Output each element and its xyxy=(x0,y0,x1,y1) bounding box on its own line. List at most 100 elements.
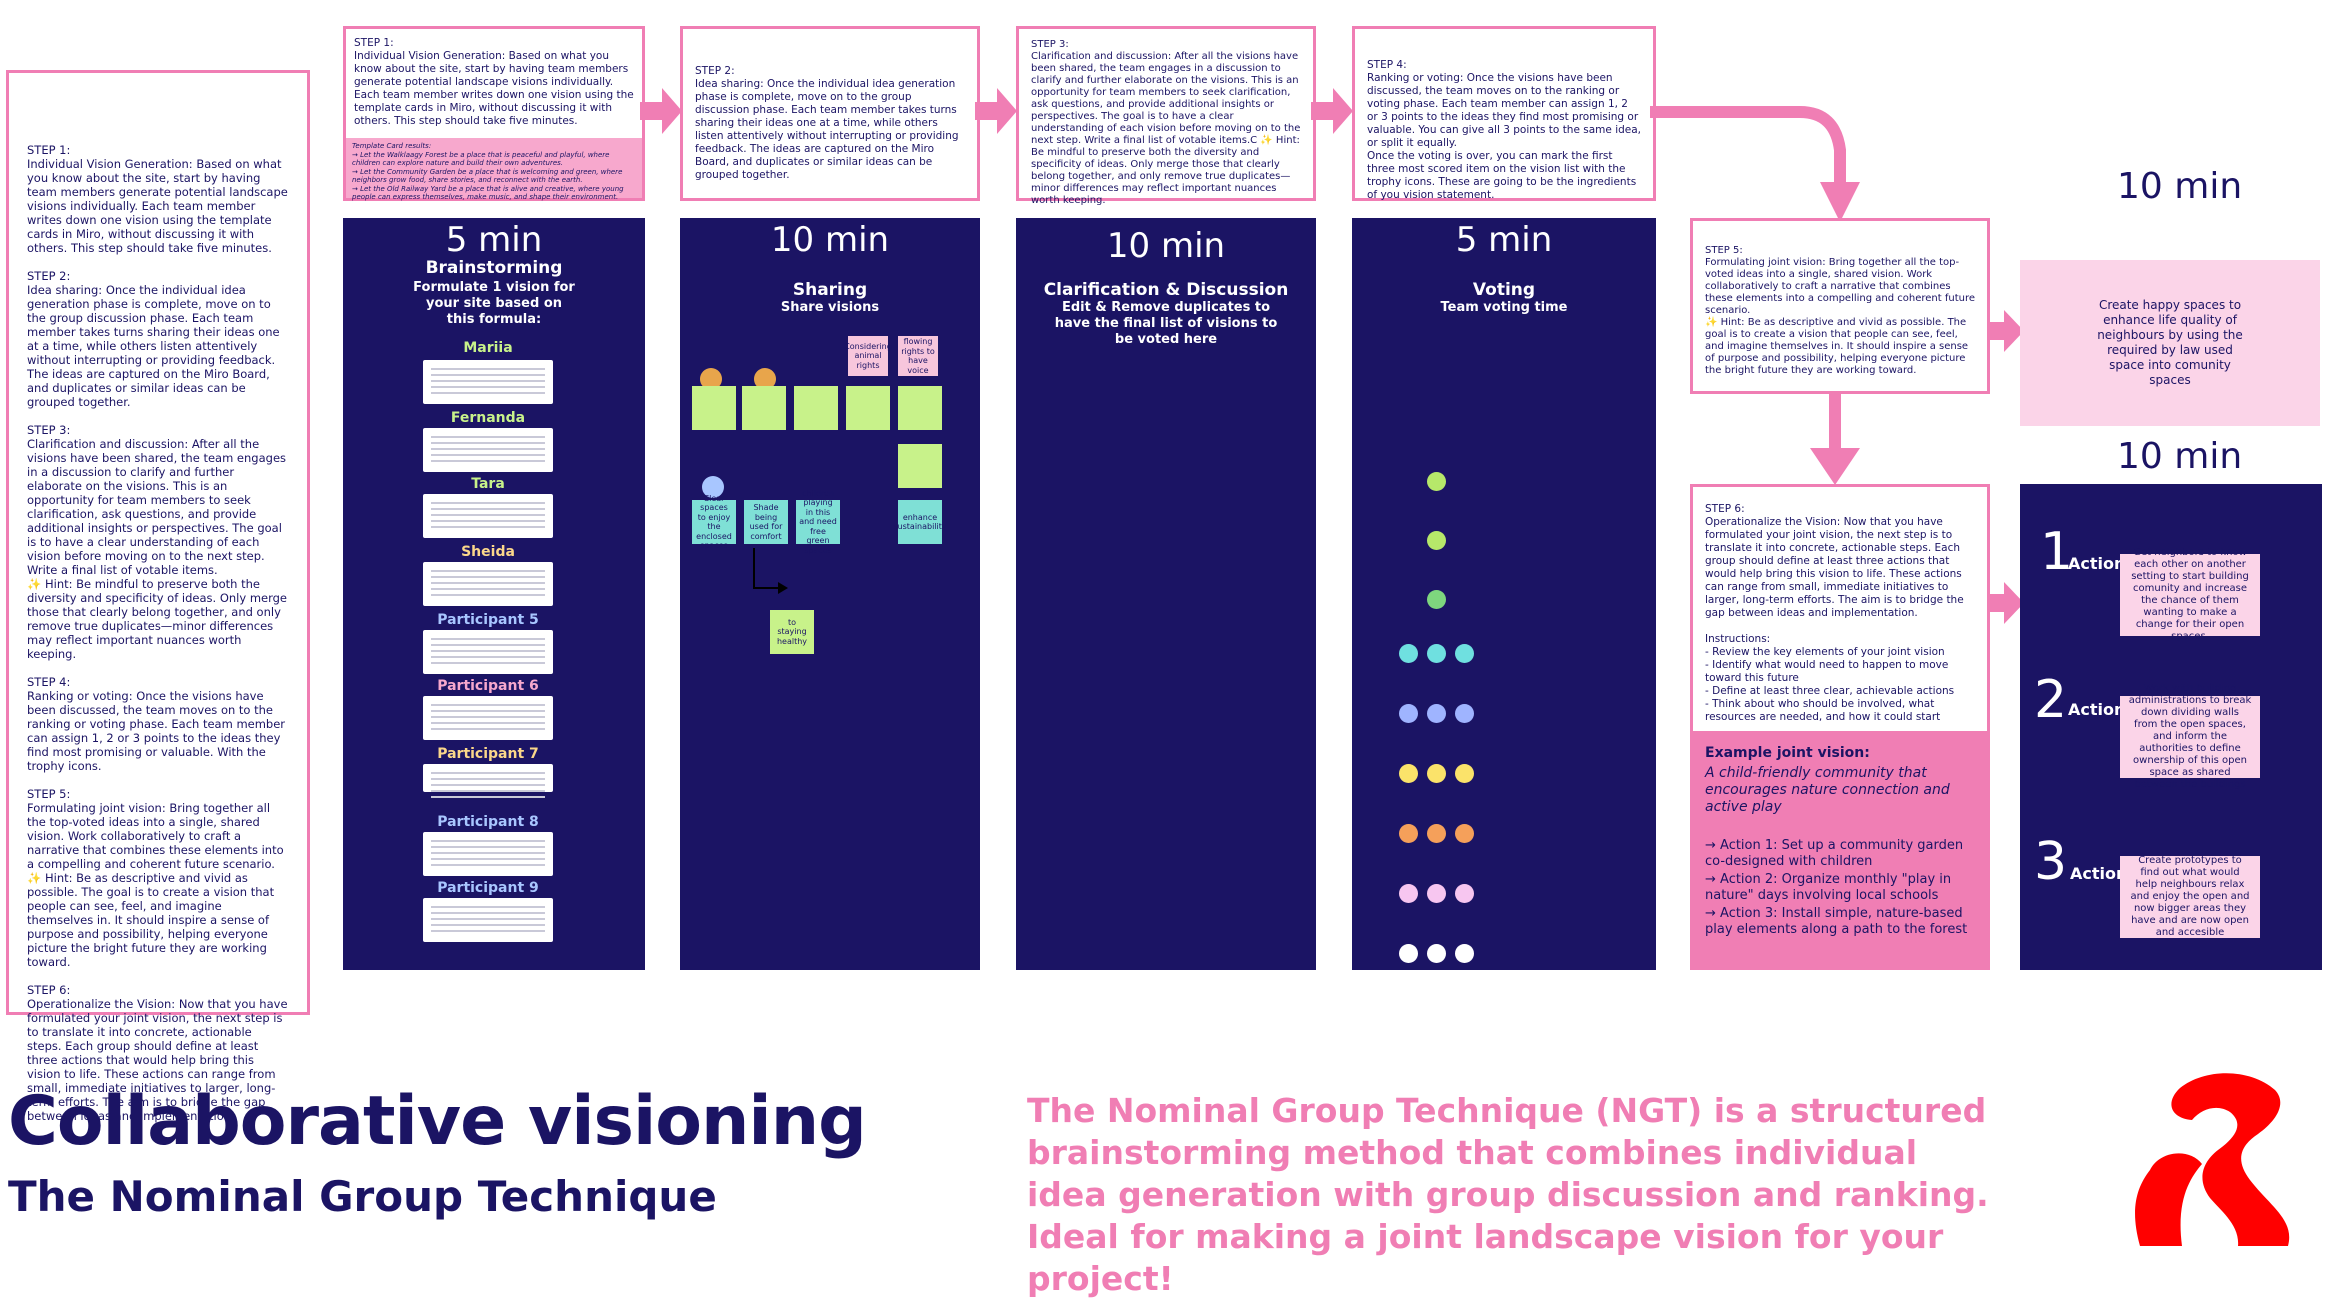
participant-card[interactable] xyxy=(423,562,553,606)
brainstorming-title: Brainstorming xyxy=(425,258,563,278)
sharing-sticky[interactable]: flowing rights to have voice xyxy=(898,336,938,376)
step1-text: STEP 1: Individual Vision Generation: Ba… xyxy=(354,37,634,127)
vote-dot[interactable] xyxy=(1455,884,1474,903)
participant-name: Participant 6 xyxy=(437,678,539,694)
sharing-sticky[interactable]: Clear spaces to enjoy the enclosed space… xyxy=(692,494,736,550)
step4-box: STEP 4: Ranking or voting: Once the visi… xyxy=(1352,26,1656,201)
participant-card[interactable] xyxy=(423,832,553,876)
step3-box: STEP 3: Clarification and discussion: Af… xyxy=(1016,26,1316,206)
example-vision-panel: Example joint vision: A child-friendly c… xyxy=(1693,731,1987,967)
vote-dot[interactable] xyxy=(1427,644,1446,663)
arrow-step5-6-icon xyxy=(1810,390,1860,485)
vote-dot[interactable] xyxy=(1427,824,1446,843)
sharing-sticky[interactable]: enhance sustainability xyxy=(893,500,947,544)
step2-box: STEP 2: Idea sharing: Once the individua… xyxy=(680,26,980,201)
participant-name: Fernanda xyxy=(450,410,526,426)
step4-text: STEP 4: Ranking or voting: Once the visi… xyxy=(1367,59,1642,201)
vote-dot[interactable] xyxy=(1399,944,1418,963)
template-card-results: Template Card results: → Let the Walklaa… xyxy=(346,138,642,201)
participant-card[interactable] xyxy=(423,696,553,740)
example-action-1: → Action 1: Set up a community garden co… xyxy=(1705,838,1964,869)
vote-dot[interactable] xyxy=(1427,590,1446,609)
action-label: Action xyxy=(2068,554,2126,573)
joint-vision-sticky[interactable]: Create happy spaces to enhance life qual… xyxy=(2020,260,2320,426)
participant-card[interactable] xyxy=(423,898,553,942)
participant-card[interactable] xyxy=(423,630,553,674)
step5-text: STEP 5: Formulating joint vision: Bring … xyxy=(1705,245,1976,376)
sharing-sticky[interactable]: Considering animal rights xyxy=(844,336,892,376)
vision-time: 10 min xyxy=(2117,166,2243,207)
brainstorming-time: 5 min xyxy=(445,220,543,260)
vote-dot[interactable] xyxy=(1455,704,1474,723)
clarification-time: 10 min xyxy=(1106,226,1226,266)
vote-dot[interactable] xyxy=(1427,472,1446,491)
vote-dot[interactable] xyxy=(1399,824,1418,843)
action-card[interactable]: Create prototypes to find out what would… xyxy=(2120,855,2260,938)
actions-column: 1 Action Get neighbors to know each othe… xyxy=(2020,484,2322,970)
action-label: Action xyxy=(2070,864,2128,883)
page-title: Collaborative visioning xyxy=(8,1082,867,1161)
action-number: 1 xyxy=(2040,522,2074,582)
participant-card[interactable] xyxy=(423,428,553,472)
arrow-step6-actions-icon xyxy=(1986,582,2024,624)
action-card[interactable]: Work with building administrations to br… xyxy=(2120,683,2260,790)
voting-column: 5 min Voting Team voting time xyxy=(1352,218,1656,970)
clarification-title: Clarification & Discussion xyxy=(1043,280,1289,300)
example-vision-text: A child-friendly community that encourag… xyxy=(1705,765,1950,815)
action-number: 3 xyxy=(2034,832,2068,892)
participant-name: Sheida xyxy=(461,544,515,560)
sharing-sticky[interactable]: children playing in this and need free g… xyxy=(796,489,840,555)
participant-name: Mariia xyxy=(463,340,513,356)
clarification-column: 10 min Clarification & Discussion Edit &… xyxy=(1016,218,1316,970)
clarification-subtitle: Edit & Remove duplicates to have the fin… xyxy=(1054,300,1278,347)
step3-text: STEP 3: Clarification and discussion: Af… xyxy=(1031,39,1301,206)
sharing-title: Sharing xyxy=(792,280,868,300)
connector-arrow-icon xyxy=(753,548,788,594)
template-card-text: Template Card results: → Let the Walklaa… xyxy=(352,142,624,201)
sharing-sticky[interactable] xyxy=(898,444,942,488)
vote-dot[interactable] xyxy=(1455,944,1474,963)
sharing-sticky[interactable]: Shade being used for comfort xyxy=(744,500,788,544)
vote-dot[interactable] xyxy=(1455,824,1474,843)
step5-box: STEP 5: Formulating joint vision: Bring … xyxy=(1690,218,1990,394)
example-action-2: → Action 2: Organize monthly "play in na… xyxy=(1705,872,1952,903)
sharing-sticky[interactable] xyxy=(742,386,786,430)
vote-dot[interactable] xyxy=(1427,704,1446,723)
vote-dot[interactable] xyxy=(1455,644,1474,663)
instructions-text: STEP 1: Individual Vision Generation: Ba… xyxy=(27,143,288,1123)
brand-logo-icon xyxy=(2135,1073,2290,1246)
arrow-step5-vision-icon xyxy=(1986,310,2024,352)
action-card[interactable]: Get neighbors to know each other on anot… xyxy=(2120,547,2260,642)
trophy-icon xyxy=(702,476,724,498)
trophy-icon xyxy=(700,368,722,390)
arrow-step2-3-icon xyxy=(975,88,1017,134)
vote-dot[interactable] xyxy=(1427,531,1446,550)
vote-dot[interactable] xyxy=(1399,704,1418,723)
vote-dot[interactable] xyxy=(1455,764,1474,783)
vote-dot[interactable] xyxy=(1427,764,1446,783)
brainstorming-column: 5 min Brainstorming Formulate 1 vision f… xyxy=(343,218,645,970)
sharing-sticky[interactable]: to staying healthy xyxy=(770,610,814,654)
action-number: 2 xyxy=(2034,670,2068,730)
participant-card[interactable] xyxy=(423,494,553,538)
step6-box: STEP 6: Operationalize the Vision: Now t… xyxy=(1690,484,1990,970)
sharing-sticky[interactable] xyxy=(692,386,736,430)
vote-dot[interactable] xyxy=(1399,884,1418,903)
example-vision-label: Example joint vision: xyxy=(1705,745,1870,761)
actions-time: 10 min xyxy=(2117,436,2243,477)
participant-card[interactable] xyxy=(423,764,553,792)
step2-text: STEP 2: Idea sharing: Once the individua… xyxy=(695,65,959,181)
page-subtitle: The Nominal Group Technique xyxy=(8,1172,717,1221)
step6-text: STEP 6: Operationalize the Vision: Now t… xyxy=(1705,503,1964,723)
sharing-sticky[interactable] xyxy=(794,386,838,430)
ngt-description: The Nominal Group Technique (NGT) is a s… xyxy=(1027,1091,1989,1298)
participant-card[interactable] xyxy=(423,360,553,404)
vote-dot[interactable] xyxy=(1399,644,1418,663)
participant-name: Participant 8 xyxy=(437,814,539,830)
arrow-step3-4-icon xyxy=(1311,88,1353,134)
vote-dot[interactable] xyxy=(1427,884,1446,903)
vote-dot[interactable] xyxy=(1399,764,1418,783)
vote-dot[interactable] xyxy=(1427,944,1446,963)
sharing-sticky[interactable] xyxy=(898,386,942,430)
sharing-sticky[interactable] xyxy=(846,386,890,430)
